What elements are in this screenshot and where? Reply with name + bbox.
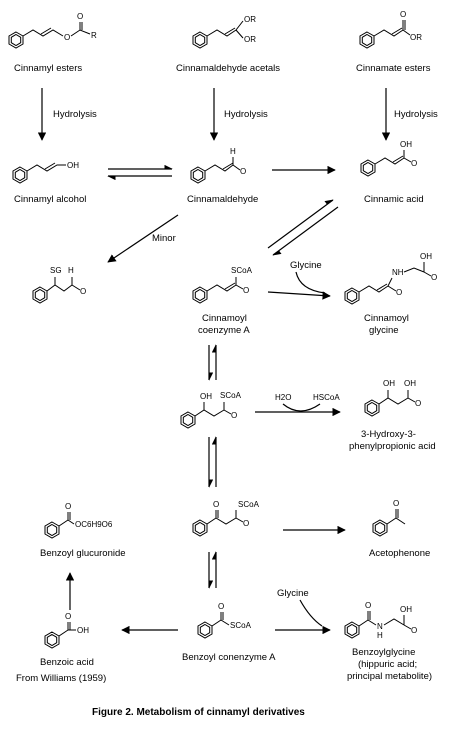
keto-coa-structure: O SCoA O [192,500,260,537]
cinnamate-esters-structure: O OR [359,10,422,49]
svg-text:NH: NH [392,268,404,277]
svg-text:H: H [377,631,383,640]
cinnamaldehyde-structure: H O [190,147,246,184]
benzoyl-glucuronide-structure: O OC6H9O6 [44,502,113,539]
glycine-conjugation-arrow-1 [267,291,331,300]
svg-text:O: O [365,601,371,610]
acetophenone-label: Acetophenone [369,548,430,559]
svg-text:O: O [411,159,417,168]
svg-text:O: O [396,288,402,297]
svg-text:OR: OR [244,15,256,24]
svg-text:O: O [400,10,406,19]
cinnamoyl-coa-label-1: Cinnamoyl [202,313,247,324]
cinnamoyl-coa-label-2: coenzyme A [198,325,250,336]
glycine-label-2: Glycine [277,588,309,599]
svg-text:O: O [64,33,70,42]
benzoyl-coa-label: Benzoyl conenzyme A [182,652,276,663]
benzoyl-glucuronide-label: Benzoyl glucuronide [40,548,126,559]
glutathione-conjugate-structure: SG H O [32,266,86,304]
svg-text:O: O [243,286,249,295]
minor-label: Minor [152,233,176,244]
svg-text:O: O [77,12,83,21]
svg-text:OH: OH [200,392,212,401]
svg-text:O: O [218,602,224,611]
water-label: H2O [275,393,291,402]
svg-text:SCoA: SCoA [230,621,252,630]
svg-text:O: O [243,519,249,528]
activation-arrow-reverse [272,206,339,256]
svg-text:OC6H9O6: OC6H9O6 [75,520,113,529]
svg-text:R: R [91,31,97,40]
svg-text:O: O [240,167,246,176]
svg-text:H: H [230,147,236,156]
hydroxy-acid-structure: OH OH O [364,379,421,417]
svg-text:SCoA: SCoA [231,266,253,275]
hydroxy-coa-structure: OH SCoA O [180,391,242,429]
svg-text:O: O [411,626,417,635]
svg-text:OH: OH [400,605,412,614]
glycine-curve-1 [295,271,326,294]
cinnamic-acid-structure: OH O [360,140,417,177]
svg-text:OH: OH [77,626,89,635]
acetophenone-structure: O [372,499,406,537]
hydroxy-acid-label-2: phenylpropionic acid [349,441,436,452]
svg-text:O: O [65,612,71,621]
cinnamoyl-coa-structure: SCoA O [192,266,253,304]
svg-text:O: O [393,499,399,508]
svg-text:O: O [65,502,71,511]
svg-text:O: O [80,287,86,296]
svg-text:OH: OH [404,379,416,388]
benzoic-acid-structure: O OH [44,612,89,649]
cinnamyl-esters-structure: O O R [8,12,97,49]
cinnamoyl-glycine-structure: O NH OH O [344,252,437,305]
cinnamate-esters-label: Cinnamate esters [356,63,431,74]
glycine-label-1: Glycine [290,260,322,271]
hydrolysis-label-3: Hydrolysis [394,109,438,120]
hscoa-label: HSCoA [313,393,340,402]
svg-text:OH: OH [420,252,432,261]
cinnamyl-alcohol-label: Cinnamyl alcohol [14,194,86,205]
svg-text:SG: SG [50,266,62,275]
cinnamaldehyde-acetals-label: Cinnamaldehyde acetals [176,63,280,74]
activation-arrow-forward [267,199,334,249]
svg-text:O: O [213,500,219,509]
benzoyl-coa-structure: O SCoA [197,602,252,639]
benzoic-acid-label: Benzoic acid [40,657,94,668]
hydrolysis-label-1: Hydrolysis [53,109,97,120]
minor-pathway-arrow [107,214,179,263]
benzoylglycine-label-2: (hippuric acid; [358,659,417,670]
svg-text:H: H [68,266,74,275]
hydrolysis-label-2: Hydrolysis [224,109,268,120]
svg-text:O: O [231,411,237,420]
cinnamoyl-glycine-label-2: glycine [369,325,399,336]
benzoylglycine-structure: O N H OH O [344,601,417,640]
figure-caption: Figure 2. Metabolism of cinnamyl derivat… [92,707,305,718]
svg-text:OR: OR [410,33,422,42]
hydroxy-acid-label-1: 3-Hydroxy-3- [361,429,416,440]
svg-text:SCoA: SCoA [238,500,260,509]
svg-text:O: O [431,273,437,282]
cinnamyl-esters-label: Cinnamyl esters [14,63,82,74]
cinnamoyl-glycine-label-1: Cinnamoyl [364,313,409,324]
svg-text:OH: OH [383,379,395,388]
svg-text:OH: OH [67,161,79,170]
benzoylglycine-label-1: Benzoylglycine [352,647,415,658]
cinnamaldehyde-acetals-structure: OR OR [192,15,256,49]
cinnamic-acid-label: Cinnamic acid [364,194,424,205]
svg-text:O: O [415,399,421,408]
svg-text:OH: OH [400,140,412,149]
cinnamaldehyde-label: Cinnamaldehyde [187,194,258,205]
benzoylglycine-label-3: principal metabolite) [347,671,432,682]
svg-text:SCoA: SCoA [220,391,242,400]
cinnamyl-alcohol-structure: OH [12,161,79,184]
source-credit: From Williams (1959) [16,673,106,684]
glycine-curve-2 [299,599,323,627]
svg-text:OR: OR [244,35,256,44]
thiolysis-curve [282,403,321,412]
svg-text:N: N [377,622,383,631]
